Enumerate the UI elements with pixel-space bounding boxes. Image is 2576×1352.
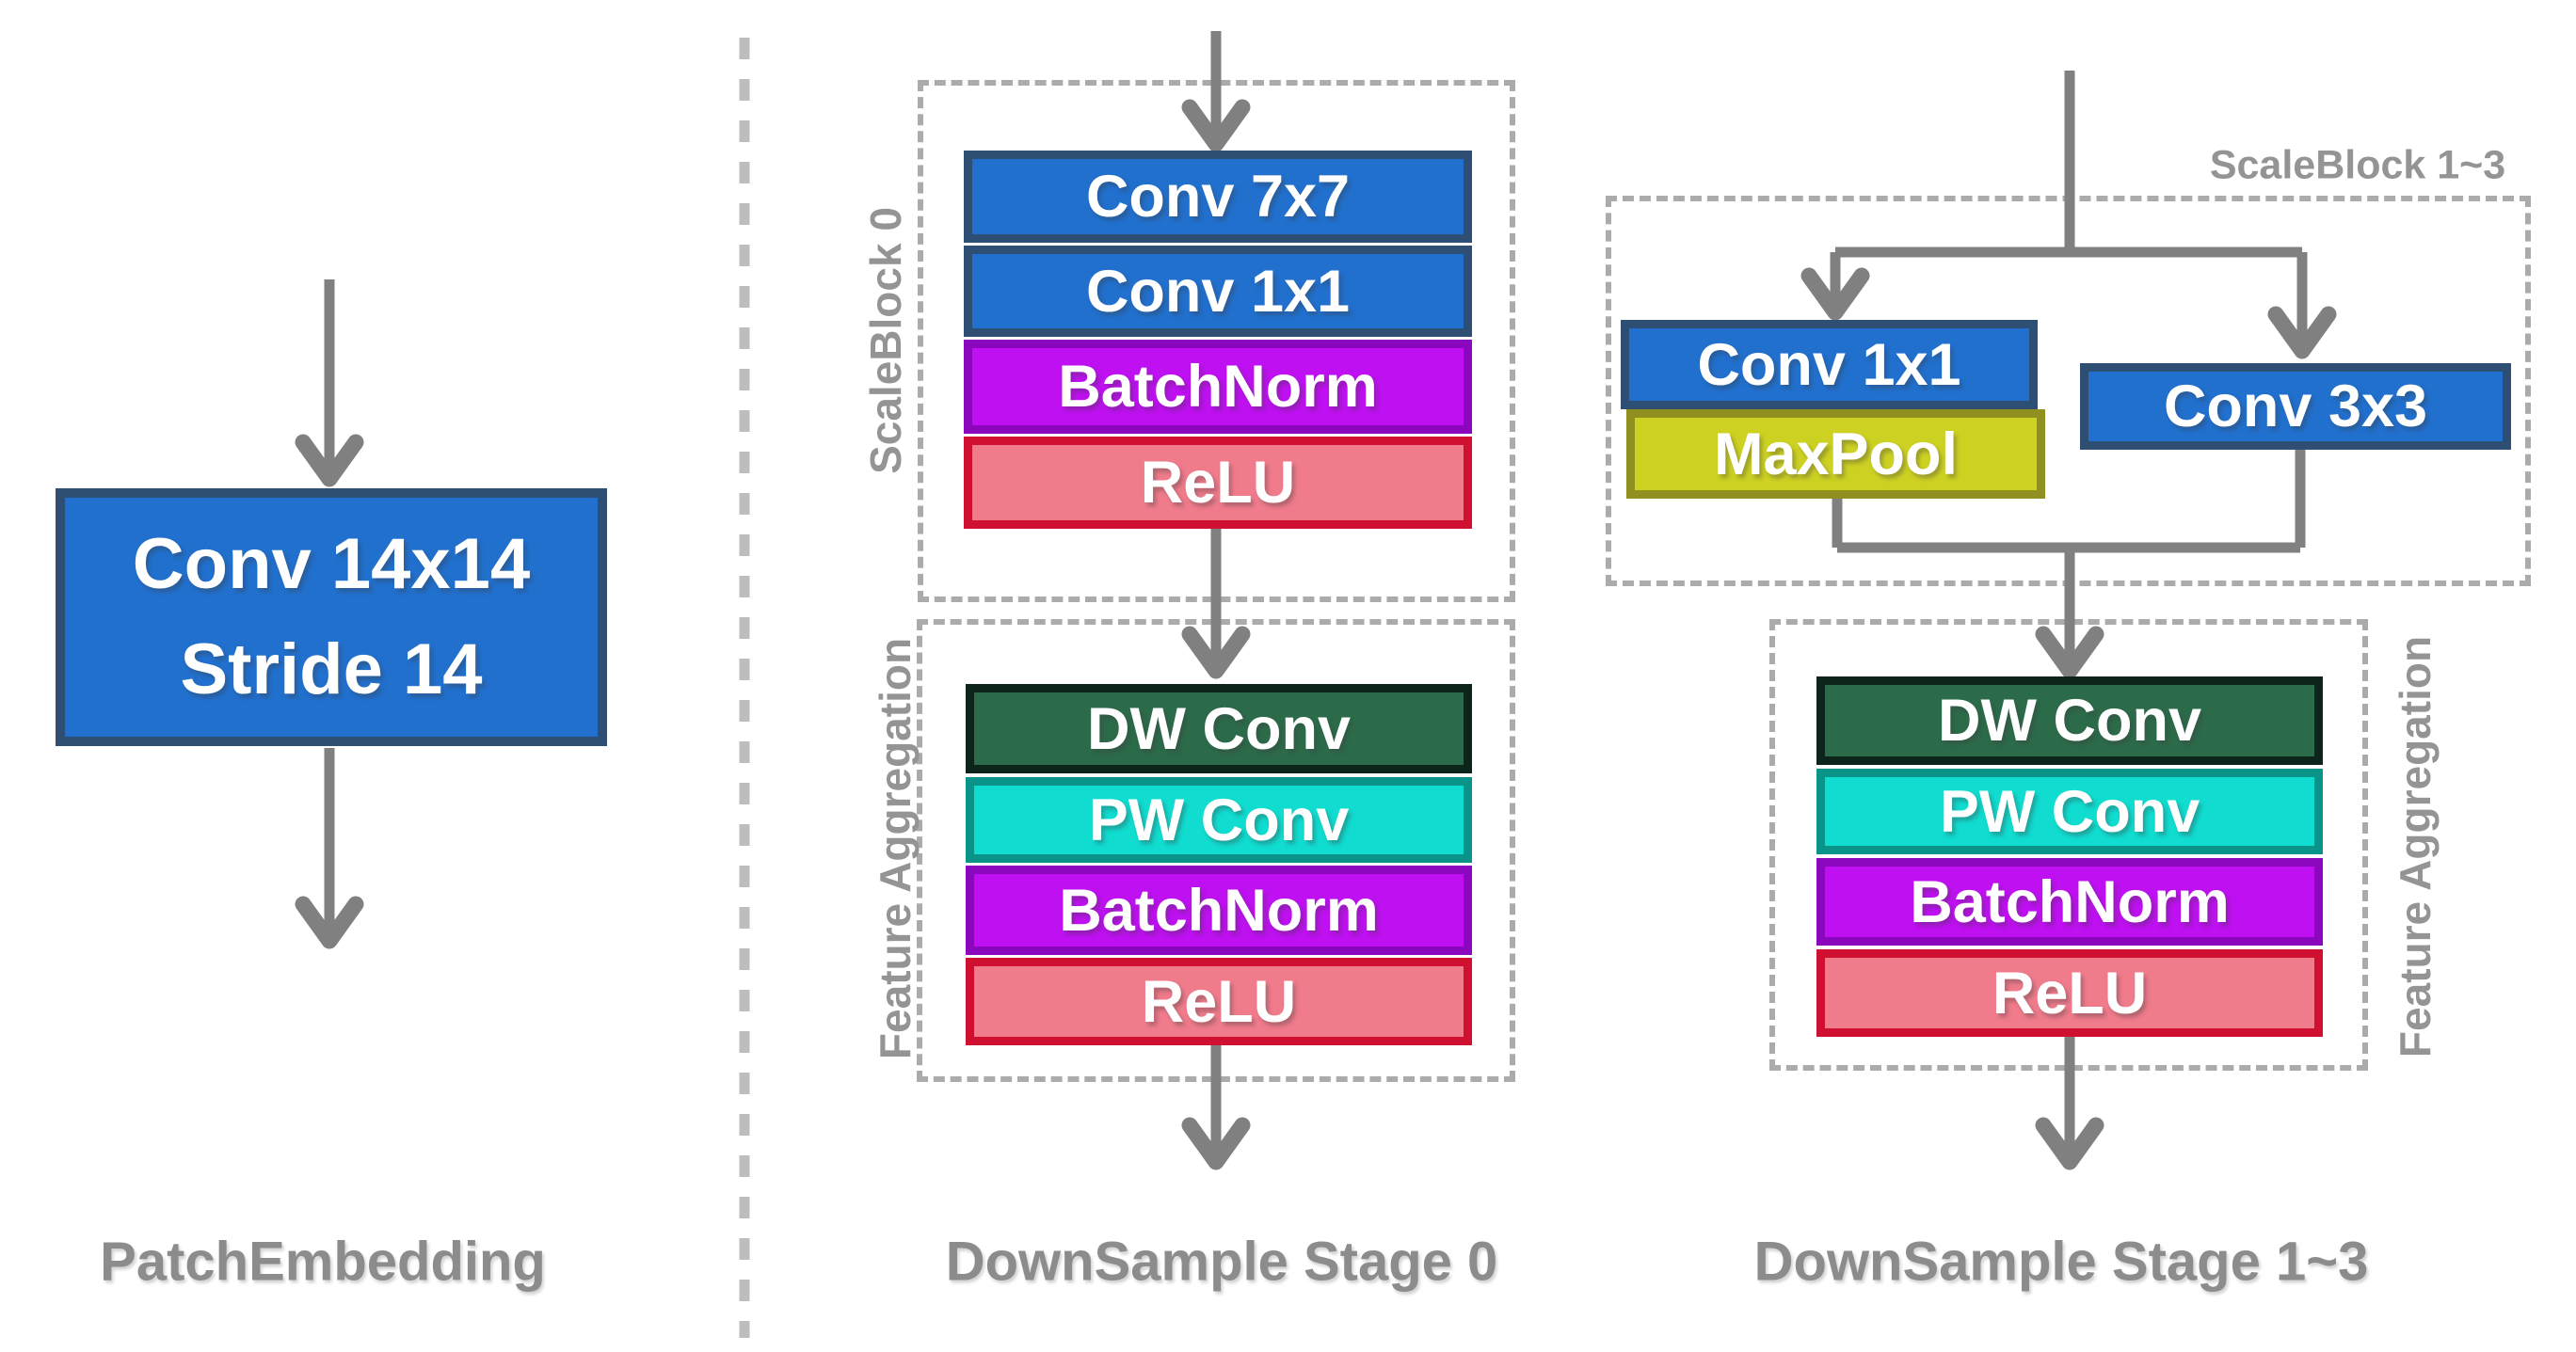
relu-fa0-box: ReLU: [966, 958, 1472, 1045]
conv1x1-stage13-box: Conv 1x1: [1621, 320, 2038, 409]
feature-aggregation13-side-label: Feature Aggregation: [2391, 635, 2440, 1058]
patch-embedding-box-line1: Conv 14x14: [132, 524, 531, 604]
conv7x7-box: Conv 7x7: [964, 151, 1472, 243]
arrowhead-into-scaleblock0: [1181, 99, 1251, 152]
arrowheads: [295, 99, 2337, 1170]
scaleblock13-label: ScaleBlock 1~3: [2209, 142, 2506, 188]
conv3x3-box: Conv 3x3: [2080, 363, 2511, 450]
batchnorm-fa13-box: BatchNorm: [1816, 858, 2323, 946]
relu-scaleblock0-box: ReLU: [964, 437, 1472, 529]
conv1x1-stage0-box: Conv 1x1: [964, 246, 1472, 337]
patch-embedding-box: Conv 14x14 Stride 14: [56, 488, 607, 746]
arrowhead-into-conv3x3-branch: [2267, 306, 2337, 359]
arrowhead-into-patchembed: [295, 434, 364, 487]
pwconv-stage0-box: PW Conv: [966, 777, 1472, 863]
relu-fa13-box: ReLU: [1816, 949, 2323, 1037]
caption-downsample-stage0: DownSample Stage 0: [945, 1231, 1498, 1293]
batchnorm-scaleblock0-box: BatchNorm: [964, 340, 1472, 434]
patch-embedding-box-line2: Stride 14: [180, 629, 483, 709]
arrowhead-out-of-patchembed: [295, 896, 364, 949]
batchnorm-fa0-box: BatchNorm: [966, 866, 1472, 955]
arrowhead-into-conv1x1-branch: [1800, 267, 1870, 321]
flow-lines: [324, 31, 2308, 1151]
arrowhead-out-of-stage13: [2035, 1117, 2104, 1170]
maxpool-box: MaxPool: [1626, 409, 2045, 499]
dwconv-stage0-box: DW Conv: [966, 684, 1472, 773]
arrowhead-into-fa13: [2035, 626, 2104, 679]
arrowhead-into-fa0: [1181, 626, 1251, 679]
pwconv-stage13-box: PW Conv: [1816, 769, 2323, 854]
scaleblock0-side-label: ScaleBlock 0: [861, 207, 910, 474]
caption-patch-embedding: PatchEmbedding: [100, 1231, 546, 1293]
caption-downsample-stage13: DownSample Stage 1~3: [1753, 1231, 2369, 1293]
dwconv-stage13-box: DW Conv: [1816, 676, 2323, 765]
feature-aggregation0-side-label: Feature Aggregation: [871, 637, 920, 1060]
arrowhead-out-of-stage0: [1181, 1117, 1251, 1170]
